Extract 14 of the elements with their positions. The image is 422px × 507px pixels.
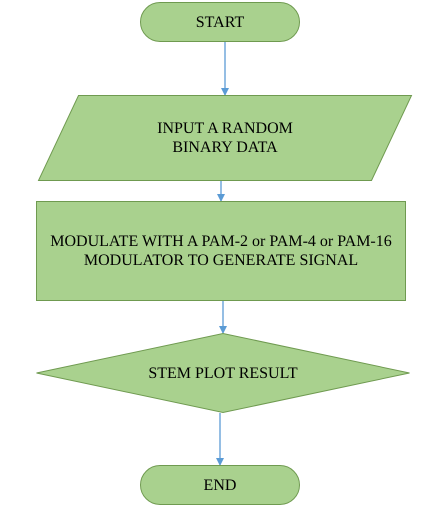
node-label: INPUT A RANDOM BINARY DATA	[156, 119, 294, 157]
decision-diamond	[36, 333, 410, 413]
terminal-shape	[140, 465, 300, 505]
arrow	[216, 413, 224, 466]
process-box	[36, 201, 406, 301]
node-label: STEM PLOT RESULT	[148, 364, 298, 382]
input-parallelogram	[38, 95, 412, 181]
arrow	[217, 181, 225, 202]
arrow	[221, 42, 229, 96]
node-label: END	[204, 476, 236, 494]
terminal-shape	[140, 2, 300, 42]
node-label: MODULATE WITH A PAM-2 or PAM-4 or PAM-16 MODULATOR TO GENERATE SIGNAL	[49, 232, 393, 270]
arrow	[219, 301, 227, 334]
node-label: START	[196, 12, 244, 32]
